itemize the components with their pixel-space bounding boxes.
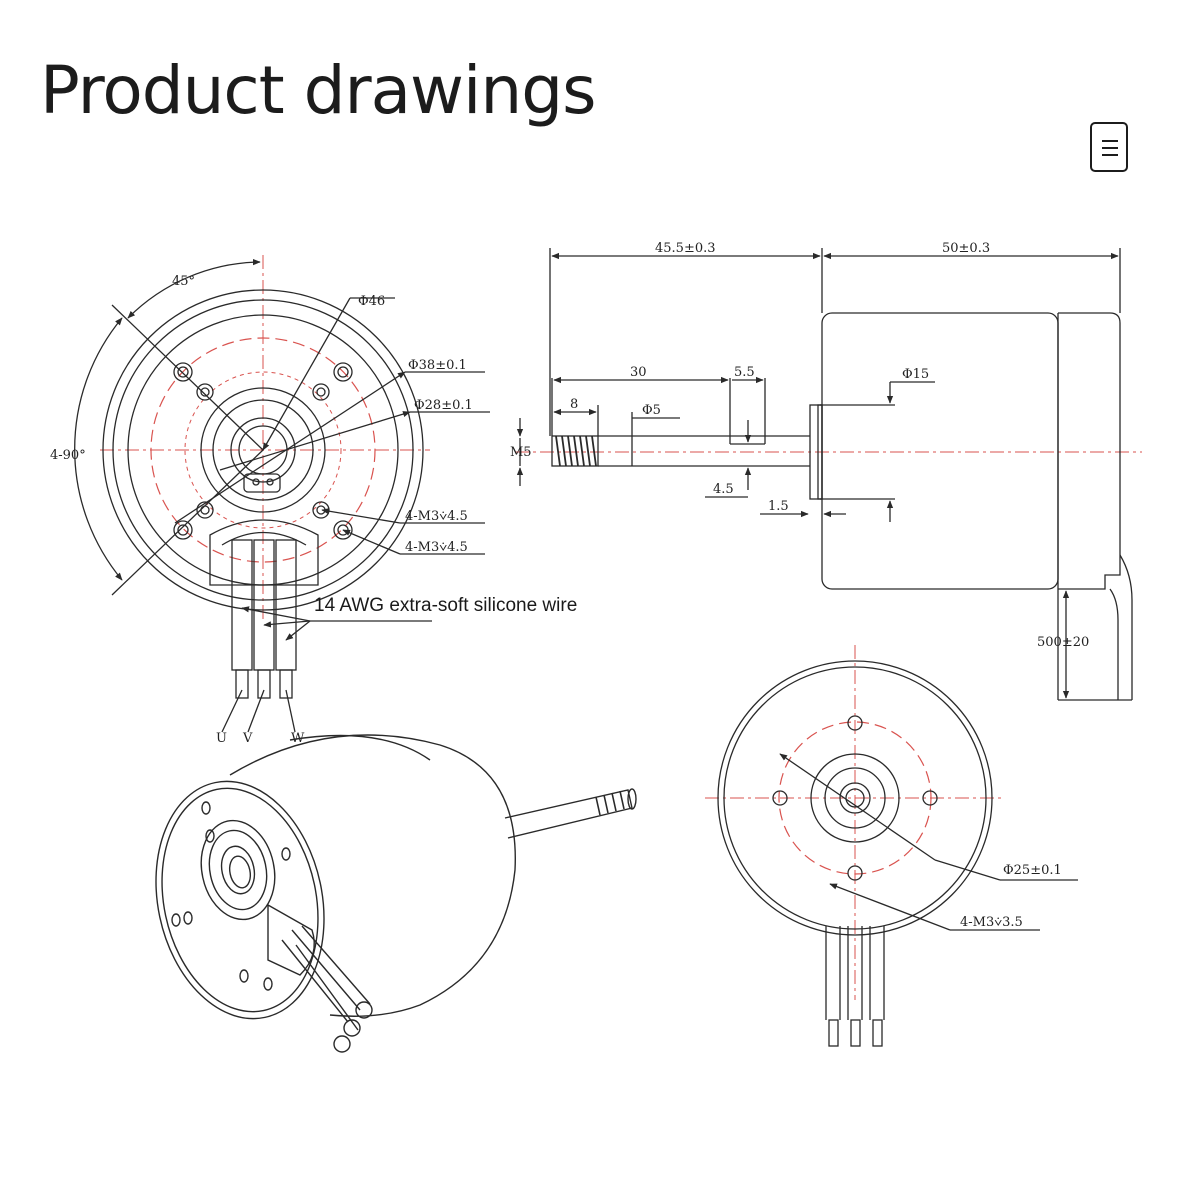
front-view xyxy=(74,255,490,733)
len-shaft-to-flat-label: 30 xyxy=(630,365,647,380)
thread-label: M5 xyxy=(510,445,532,460)
side-view xyxy=(515,248,1142,701)
flat-width-label: 5.5 xyxy=(734,365,755,380)
len-body-label: 50±0.3 xyxy=(942,241,990,256)
boss-len-label: 1.5 xyxy=(768,499,789,514)
dia-outer-label: Φ46 xyxy=(358,294,385,309)
dia-bolt-circle-label: Φ38±0.1 xyxy=(408,358,467,373)
rear-dia-bolt-circle-label: Φ25±0.1 xyxy=(1003,863,1062,878)
angle-top-label: 45° xyxy=(172,274,195,289)
menu-button[interactable] xyxy=(1090,122,1128,172)
flat-depth-label: 4.5 xyxy=(713,482,734,497)
thread-len-label: 8 xyxy=(570,397,578,412)
side-view-labels: 45.5±0.3 50±0.3 30 5.5 8 Φ5 M5 Φ15 4.5 1… xyxy=(510,241,1089,650)
len-shaft-label: 45.5±0.3 xyxy=(655,241,716,256)
wire-note: 14 AWG extra-soft silicone wire xyxy=(314,595,577,616)
isometric-view xyxy=(155,734,637,1053)
phase-v-label: V xyxy=(242,731,253,746)
wire-len-label: 500±20 xyxy=(1037,635,1089,650)
dia-shaft-label: Φ5 xyxy=(642,403,661,418)
screw-a-label: 4-M3⩒4.5 xyxy=(405,509,468,524)
screw-b-label: 4-M3⩒4.5 xyxy=(405,540,468,555)
front-view-labels: 45° 4-90° Φ46 Φ38±0.1 Φ28±0.1 4-M3⩒4.5 4… xyxy=(50,274,577,746)
phase-u-label: U xyxy=(216,731,227,746)
dia-boss-label: Φ15 xyxy=(902,367,929,382)
rear-screw-label: 4-M3⩒3.5 xyxy=(960,915,1023,930)
rear-view xyxy=(705,645,1078,1047)
angle-side-label: 4-90° xyxy=(50,448,86,463)
dia-hub-label: Φ28±0.1 xyxy=(414,398,473,413)
rear-view-labels: Φ25±0.1 4-M3⩒3.5 xyxy=(960,863,1062,930)
page-title: Product drawings xyxy=(40,52,596,129)
document-list-icon xyxy=(1102,140,1118,156)
